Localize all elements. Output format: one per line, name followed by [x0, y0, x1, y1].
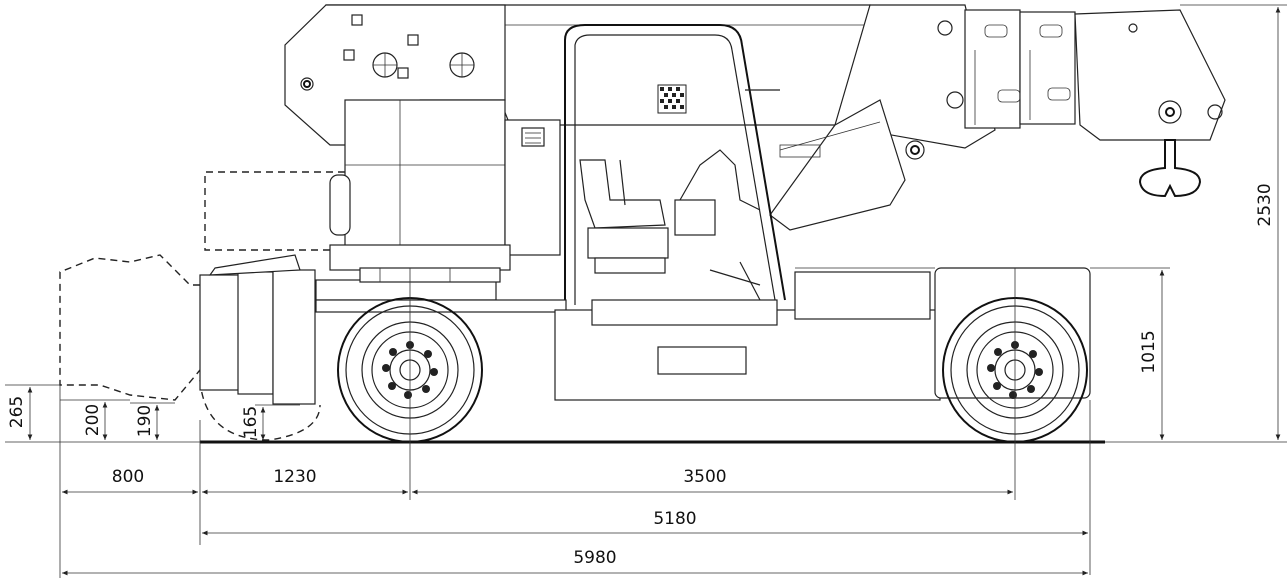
dim-label-front-to-axle: 1230	[273, 467, 316, 487]
operator-cab	[564, 24, 786, 310]
dim-label-wheelbase: 3500	[683, 467, 726, 487]
dim-label-200: 200	[83, 404, 103, 436]
dim-label-total-length: 5980	[573, 548, 616, 568]
dim-label-190: 190	[135, 405, 155, 437]
front-wheel	[337, 268, 483, 500]
vertical-dimensions: 2530 1015 265 200 190 165	[5, 4, 1287, 443]
dim-label-chassis-height: 1015	[1139, 330, 1159, 373]
horizontal-dimensions: 800 1230 3500 5180 5980	[59, 385, 1091, 578]
rear-wheel	[942, 268, 1088, 500]
engine-housing	[329, 99, 561, 271]
boom-assembly	[284, 4, 1226, 231]
dim-label-front-overhang: 800	[112, 467, 144, 487]
counterweight-extended-outline	[59, 171, 345, 441]
chassis	[315, 267, 1091, 401]
cab-grille	[657, 84, 687, 114]
dim-label-body-length: 5180	[653, 509, 696, 529]
dim-label-total-height: 2530	[1255, 183, 1275, 226]
front-bumper	[199, 254, 316, 405]
dim-label-265: 265	[7, 396, 27, 428]
dim-label-ground-clearance: 165	[241, 406, 261, 438]
